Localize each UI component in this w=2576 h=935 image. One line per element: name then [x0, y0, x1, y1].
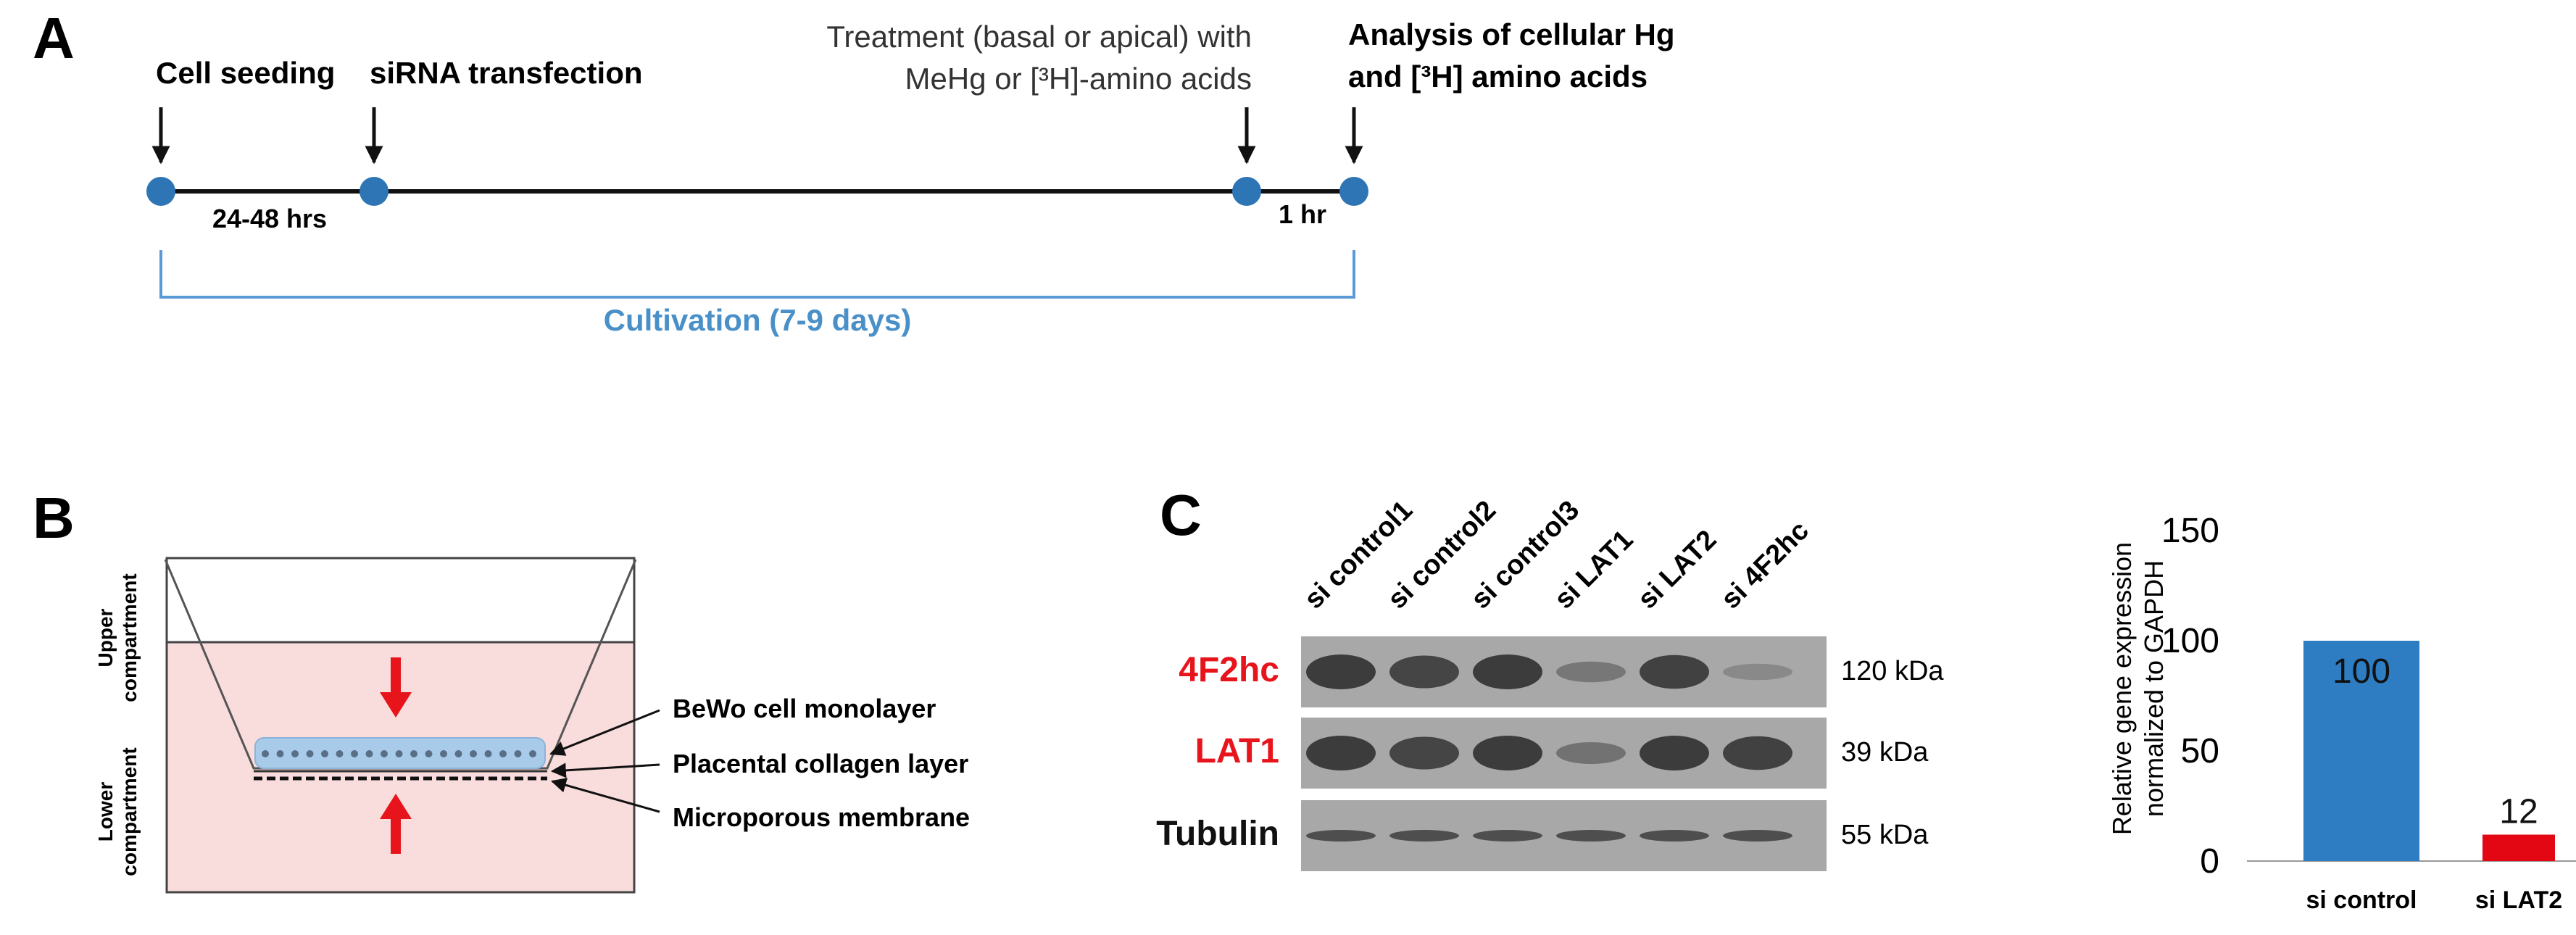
y-axis-label-line2: normalized to GAPDH — [2139, 560, 2169, 817]
blot-band — [1306, 654, 1376, 689]
blot-band — [1723, 736, 1792, 770]
lower-compartment-label-line1: Lower — [94, 782, 117, 842]
cell-nucleus — [365, 750, 373, 757]
blot-band — [1473, 654, 1542, 689]
cell-nucleus — [470, 750, 477, 757]
blot-band — [1556, 830, 1626, 842]
cultivation-label: Cultivation (7-9 days) — [604, 303, 912, 337]
blot-protein-label: Tubulin — [1156, 815, 1279, 853]
blot-protein-label: 4F2hc — [1179, 651, 1279, 689]
blot-band — [1389, 830, 1459, 842]
lower-compartment-label-line2: compartment — [118, 747, 141, 876]
blot-band — [1640, 654, 1709, 689]
bar — [2482, 834, 2555, 861]
event-analysis-label-line1: Analysis of cellular Hg — [1348, 17, 1674, 51]
event-cell-seeding-label: Cell seeding — [156, 56, 335, 90]
blot-band — [1473, 736, 1542, 770]
blot-band — [1640, 736, 1709, 770]
annotation-bewo-monolayer: BeWo cell monolayer — [673, 694, 936, 723]
blot-band — [1723, 663, 1792, 681]
cell-nucleus — [425, 750, 433, 757]
red-arrow-up — [380, 794, 412, 854]
panel-a: A Cell seeding siRNA transfection Treatm… — [33, 6, 1674, 337]
cell-nucleus — [306, 750, 314, 757]
cell-nucleus — [321, 750, 328, 757]
annotation-microporous-membrane: Microporous membrane — [673, 802, 970, 832]
cell-nucleus — [276, 750, 284, 757]
timeline-dot-1 — [146, 177, 175, 206]
bar-chart: 0 50 100 150 Relative gene expression norma… — [2107, 512, 2576, 914]
cell-nucleus — [454, 750, 462, 757]
red-arrow-down — [380, 657, 412, 718]
cell-nucleus — [484, 750, 492, 757]
event-analysis-label-line2: and [³H] amino acids — [1348, 59, 1648, 94]
y-axis-ticks: 0 50 100 150 — [2161, 512, 2219, 881]
event-treatment-label-line2: MeHg or [³H]-amino acids — [905, 62, 1252, 96]
interval-24-48-hrs: 24-48 hrs — [212, 204, 327, 233]
timeline-dot-4 — [1339, 177, 1368, 206]
blot-mw-label: 120 kDa — [1841, 656, 1944, 686]
interval-1-hr: 1 hr — [1279, 199, 1326, 229]
timeline-dot-2 — [360, 177, 389, 206]
upper-compartment-label-line2: compartment — [118, 573, 141, 702]
blot-mw-label: 55 kDa — [1841, 820, 1929, 850]
chart-bars: 100 si control 12 si LAT2 — [2303, 641, 2562, 914]
panel-c-label: C — [1160, 483, 1202, 547]
x-category-label: si LAT2 — [2475, 886, 2562, 914]
blot-band — [1306, 736, 1376, 770]
cell-nucleus — [410, 750, 417, 757]
timeline-dot-3 — [1232, 177, 1261, 206]
cell-nucleus — [351, 750, 358, 757]
lane-label: si LAT2 — [1632, 525, 1723, 615]
y-axis-label-line1: Relative gene expression — [2107, 542, 2137, 835]
blot-band — [1556, 742, 1626, 764]
annotation-collagen-layer: Placental collagen layer — [673, 749, 968, 778]
event-sirna-transfection-label: siRNA transfection — [370, 56, 643, 90]
blot-band — [1556, 661, 1626, 683]
lane-label: si 4F2hc — [1716, 515, 1815, 615]
cell-nuclei — [262, 750, 536, 757]
y-tick-label: 50 — [2181, 732, 2219, 770]
bewo-cell-monolayer — [254, 737, 546, 769]
upper-compartment-frame — [165, 557, 636, 644]
cell-nucleus — [440, 750, 447, 757]
cultivation-bracket — [159, 250, 1355, 299]
panel-a-label: A — [33, 6, 75, 70]
pointer-monolayer — [549, 709, 660, 756]
y-tick-label: 0 — [2200, 842, 2219, 881]
blot-band — [1389, 655, 1459, 689]
bar-data-label: 100 — [2332, 652, 2390, 691]
cell-nucleus — [395, 750, 403, 757]
blot-band — [1640, 830, 1709, 842]
panel-b-label: B — [33, 486, 75, 550]
blot-band — [1473, 830, 1542, 842]
pointer-membrane — [550, 778, 660, 813]
cell-nucleus — [262, 750, 269, 757]
blot-protein-label: LAT1 — [1195, 732, 1279, 770]
blot-band — [1389, 736, 1459, 770]
panel-b: B Upper compartment Lower compartment — [33, 486, 970, 894]
x-category-label: si control — [2306, 886, 2417, 914]
cell-nucleus — [514, 750, 522, 757]
upper-compartment-label-line1: Upper — [94, 608, 117, 667]
y-tick-label: 100 — [2161, 622, 2219, 660]
cell-nucleus — [529, 750, 536, 757]
event-treatment-label-line1: Treatment (basal or apical) with — [826, 20, 1252, 54]
cell-nucleus — [499, 750, 507, 757]
y-tick-label: 150 — [2161, 512, 2219, 550]
blot-mw-label: 39 kDa — [1841, 737, 1929, 768]
blot-band — [1306, 830, 1376, 842]
blot-band — [1723, 830, 1792, 842]
cell-nucleus — [291, 750, 299, 757]
pointer-collagen — [550, 762, 660, 778]
bar-data-label: 12 — [2499, 793, 2538, 831]
bar — [2303, 641, 2419, 861]
cell-nucleus — [381, 750, 388, 757]
cell-nucleus — [336, 750, 344, 757]
